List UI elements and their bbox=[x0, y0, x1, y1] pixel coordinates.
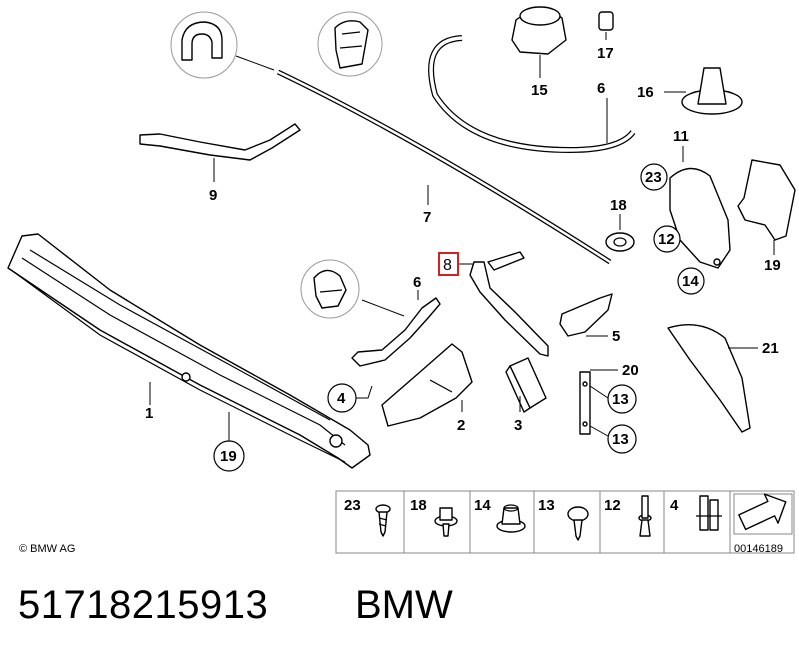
callout-5: 5 bbox=[612, 328, 620, 345]
part-16-boot bbox=[664, 67, 743, 115]
legend-12: 12 bbox=[604, 497, 621, 514]
legend-4: 4 bbox=[670, 497, 679, 514]
legend-14: 14 bbox=[474, 497, 491, 514]
part-2-bracket bbox=[381, 343, 473, 427]
part-number: 51718215913 bbox=[18, 583, 269, 627]
part-8-hose bbox=[459, 251, 549, 357]
part-1-cowl-panel bbox=[7, 233, 371, 469]
part-7-seal-strip bbox=[276, 69, 612, 265]
callout-circle-14 bbox=[677, 267, 705, 295]
callout-19: 18 bbox=[610, 197, 627, 214]
callout-4: 4 bbox=[337, 390, 346, 407]
bolt-washer-icon bbox=[434, 507, 458, 537]
detail-circle-seal-profile-3 bbox=[300, 259, 360, 319]
part-19-grommet bbox=[605, 214, 635, 252]
callout-13-upper: 13 bbox=[612, 391, 629, 408]
part-17-plug bbox=[598, 11, 614, 40]
callout-16: 16 bbox=[637, 84, 654, 101]
callout-17: 17 bbox=[597, 45, 614, 62]
callout-6: 6 bbox=[413, 274, 421, 291]
part-5-cover bbox=[559, 293, 613, 337]
callout-circle-4 bbox=[327, 383, 373, 413]
callout-20: 19 bbox=[764, 257, 781, 274]
part-3-block bbox=[505, 357, 547, 413]
part-21-strip bbox=[579, 369, 618, 437]
callout-22: 21 bbox=[762, 340, 779, 357]
callout-3: 3 bbox=[514, 417, 522, 434]
clip-icon bbox=[696, 495, 722, 531]
callout-14: 14 bbox=[682, 273, 699, 290]
callout-11: 11 bbox=[673, 128, 689, 145]
callout-circle-13a bbox=[607, 384, 637, 414]
legend-13: 13 bbox=[538, 497, 555, 514]
figure-id: 00146189 bbox=[734, 543, 783, 555]
callout-12: 12 bbox=[658, 231, 675, 248]
callout-21: 20 bbox=[622, 362, 639, 379]
callout-circle-23 bbox=[640, 163, 668, 191]
callout-13-lower: 13 bbox=[612, 431, 629, 448]
callout-9: 9 bbox=[209, 187, 217, 204]
callout-circle-18 bbox=[213, 412, 245, 472]
legend-23: 23 bbox=[344, 497, 361, 514]
part-6-seal bbox=[351, 290, 441, 367]
callout-highlight-box-8 bbox=[438, 252, 459, 276]
part-11-bracket bbox=[669, 146, 731, 269]
copyright: © BMW AG bbox=[19, 543, 75, 555]
part-15-grommet bbox=[511, 6, 567, 78]
nut-icon bbox=[496, 504, 526, 533]
expanding-rivet-icon bbox=[638, 495, 652, 537]
part-10-tube bbox=[428, 35, 636, 154]
legend-18: 18 bbox=[410, 497, 427, 514]
fastener-legend bbox=[335, 490, 795, 554]
brand-name: BMW bbox=[355, 583, 453, 627]
callout-23: 23 bbox=[645, 169, 662, 186]
callout-18: 19 bbox=[220, 448, 237, 465]
part-22-panel bbox=[667, 324, 758, 433]
detail-circle-seal-profile-2 bbox=[317, 11, 383, 77]
callout-10: 6 bbox=[597, 80, 605, 97]
callout-15: 15 bbox=[531, 82, 548, 99]
callout-8: 8 bbox=[443, 257, 452, 274]
callout-circle-12 bbox=[653, 225, 681, 253]
self-tapping-screw-icon bbox=[567, 506, 589, 541]
part-9-hose bbox=[139, 123, 301, 182]
screw-icon bbox=[375, 504, 391, 537]
arrow-icon bbox=[733, 493, 793, 535]
callout-2: 2 bbox=[457, 417, 465, 434]
callout-1: 1 bbox=[145, 405, 153, 422]
callout-circle-13b bbox=[607, 424, 637, 454]
detail-circle-seal-profile-1 bbox=[170, 11, 275, 79]
callout-7: 7 bbox=[423, 209, 431, 226]
part-20-flap bbox=[737, 159, 796, 255]
